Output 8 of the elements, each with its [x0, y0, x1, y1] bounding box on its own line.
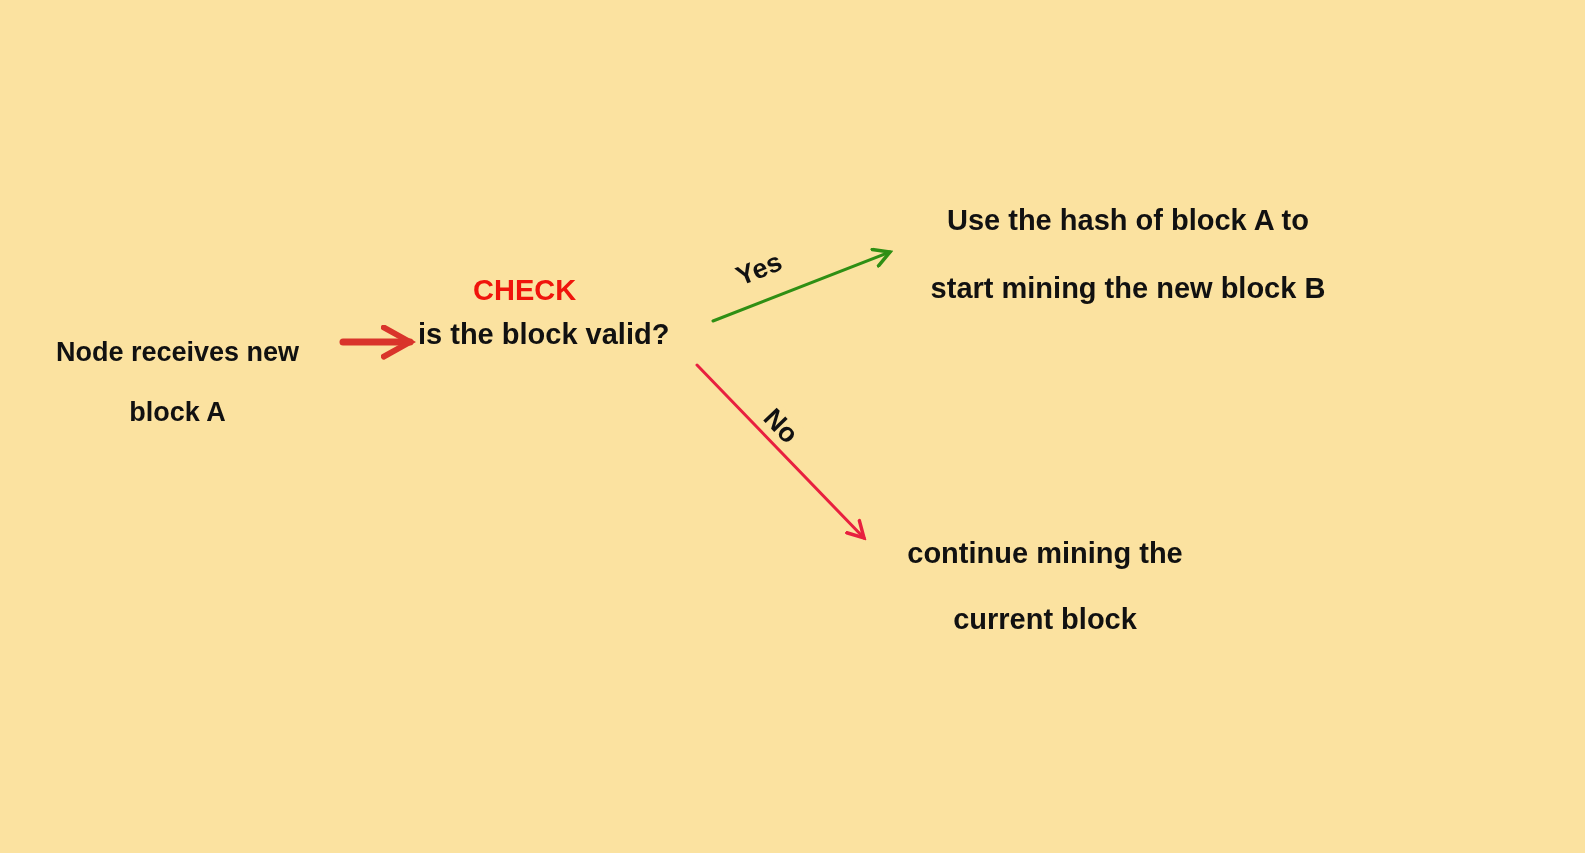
node-text: Use the hash of block A to start mining the new block B — [929, 203, 1327, 306]
arrow — [339, 324, 414, 360]
heading-text: CHECK — [473, 273, 577, 308]
node-text: continue mining the current block — [906, 536, 1184, 637]
node-text: Node receives new block A — [54, 336, 301, 429]
arrow — [695, 363, 866, 540]
arrow — [711, 247, 892, 323]
node-text: is the block valid? — [418, 317, 670, 352]
